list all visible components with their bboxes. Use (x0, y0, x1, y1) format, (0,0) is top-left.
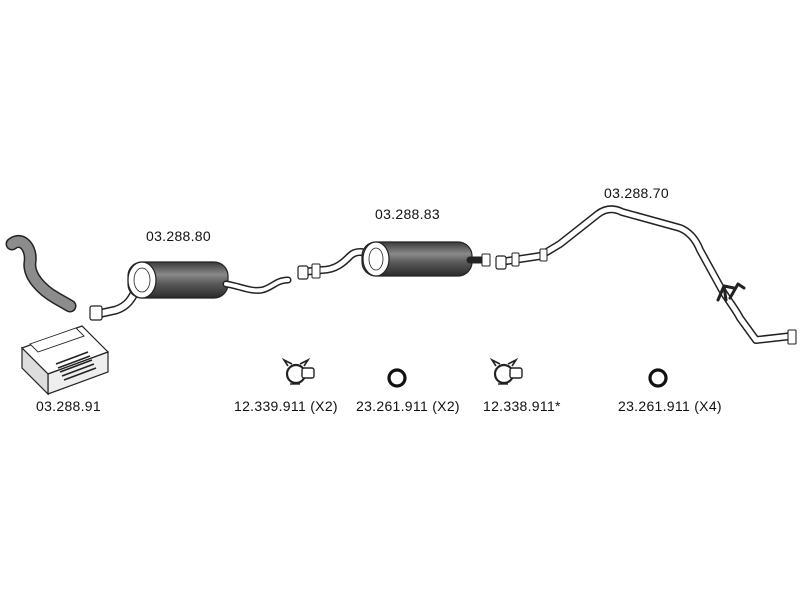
accessory-label: 12.339.911 (X2) (234, 398, 338, 414)
tail-pipe-part[interactable] (495, 205, 797, 345)
ring-icon (387, 368, 407, 388)
part-label-tail-pipe: 03.288.70 (604, 185, 669, 201)
fitting-kit-box[interactable] (20, 325, 110, 396)
clamp-icon (281, 357, 315, 385)
part-label-rear-silencer: 03.288.80 (146, 228, 211, 244)
part-label-front-pipe: 03.288.91 (36, 398, 101, 414)
part-label-centre-silencer: 03.288.83 (375, 206, 440, 222)
accessory-label: 23.261.911 (X4) (618, 398, 722, 414)
silencer-part-centre[interactable] (297, 241, 491, 280)
clamp-icon (489, 357, 523, 385)
accessory-label: 12.338.911* (483, 398, 561, 414)
accessory-label: 23.261.911 (X2) (356, 398, 460, 414)
silencer-part-left[interactable] (89, 261, 292, 321)
ring-icon (648, 368, 668, 388)
front-pipe-part[interactable] (5, 235, 77, 313)
